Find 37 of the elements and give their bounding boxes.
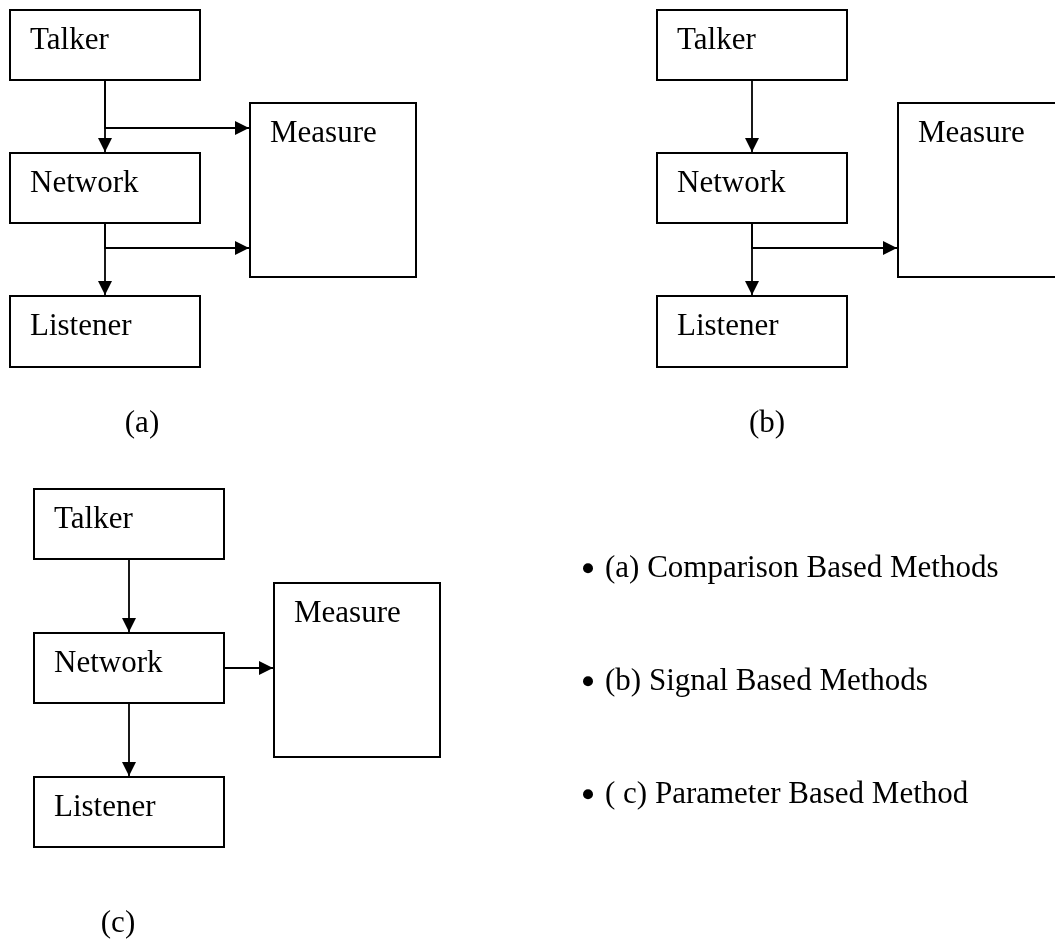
box-label: Talker [677, 21, 756, 56]
panel-label: (b) [748, 404, 786, 440]
process-box [249, 102, 417, 278]
box-label: Talker [54, 500, 133, 535]
box-label: Listener [54, 788, 156, 823]
box-label: Listener [30, 307, 132, 342]
box-label: Measure [294, 594, 401, 629]
process-box [33, 488, 225, 560]
box-label: Network [54, 644, 163, 679]
box-label: Network [677, 164, 786, 199]
process-box [9, 295, 201, 368]
arrow [122, 559, 136, 633]
panel-label: (a) [124, 404, 160, 440]
process-box [9, 152, 201, 224]
panel-label: (c) [100, 904, 136, 940]
arrow [122, 703, 136, 777]
process-box [273, 582, 441, 758]
process-box [656, 9, 848, 81]
process-box [9, 9, 201, 81]
process-box [656, 152, 848, 224]
box-label: Network [30, 164, 139, 199]
box-label: Listener [677, 307, 779, 342]
arrow [104, 80, 250, 135]
arrow [751, 223, 898, 255]
process-box [33, 776, 225, 848]
process-box [897, 102, 1055, 278]
process-box [33, 632, 225, 704]
arrow [745, 80, 759, 153]
arrow [224, 661, 274, 675]
bullet-item: ( c) Parameter Based Method [583, 775, 969, 811]
arrow [104, 223, 250, 255]
box-label: Talker [30, 21, 109, 56]
process-box [656, 295, 848, 368]
bullet-item: (a) Comparison Based Methods [583, 549, 999, 585]
box-label: Measure [270, 114, 377, 149]
bullet-item: (b) Signal Based Methods [583, 662, 928, 698]
box-label: Measure [918, 114, 1025, 149]
